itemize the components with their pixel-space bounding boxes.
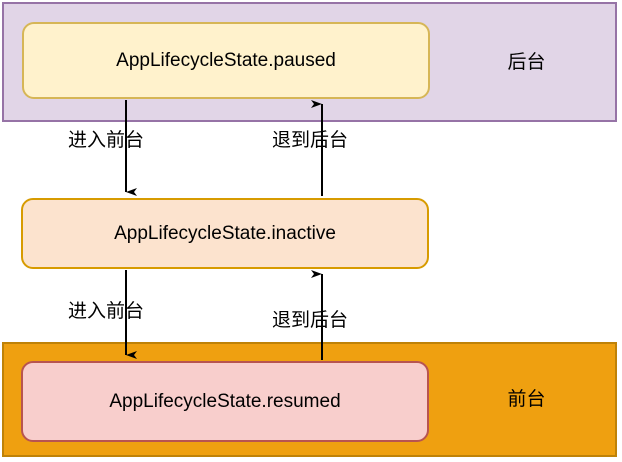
transition-label-inactive-to-resumed: 进入前台 (68, 301, 145, 322)
transition-label-resumed-to-inactive: 退到后台 (272, 310, 349, 331)
state-node-paused[interactable]: AppLifecycleState.paused (22, 22, 430, 99)
transition-label-inactive-to-paused: 退到后台 (272, 130, 349, 151)
state-node-resumed[interactable]: AppLifecycleState.resumed (21, 361, 429, 442)
zone-foreground-label: 前台 (507, 389, 546, 410)
state-node-inactive-label: AppLifecycleState.inactive (114, 222, 336, 244)
transition-label-paused-to-inactive: 进入前台 (68, 130, 145, 151)
zone-background-label: 后台 (507, 51, 546, 73)
state-node-inactive[interactable]: AppLifecycleState.inactive (21, 198, 429, 269)
state-node-resumed-label: AppLifecycleState.resumed (109, 390, 341, 412)
state-node-paused-label: AppLifecycleState.paused (116, 49, 336, 71)
